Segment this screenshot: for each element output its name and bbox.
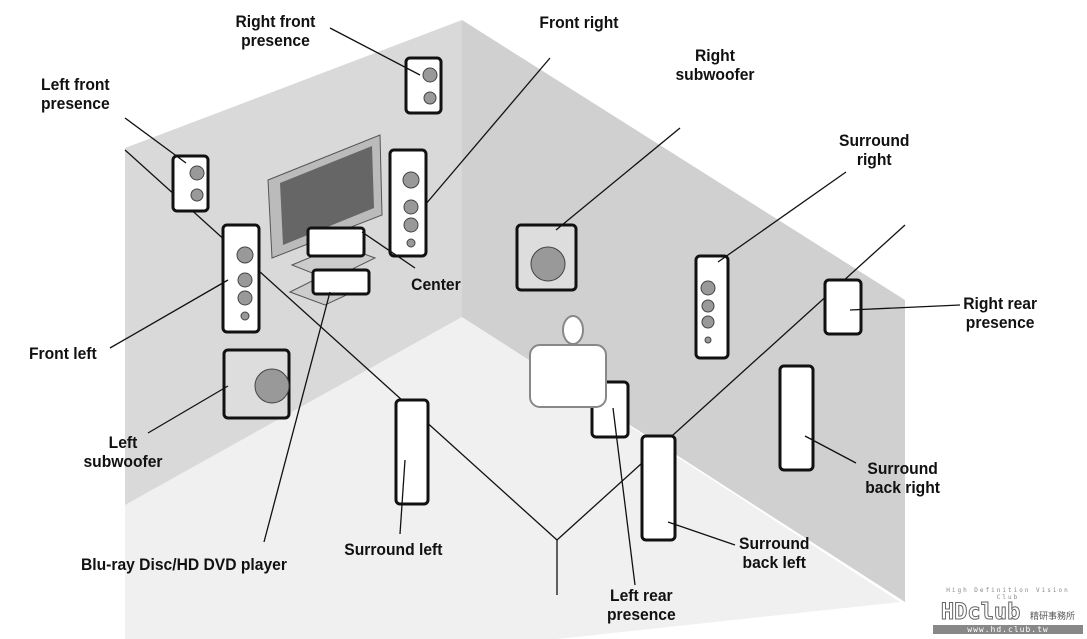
label-surround-left: Surround left (344, 540, 443, 559)
right-front-presence-speaker (404, 56, 443, 115)
surround-left-speaker (394, 398, 430, 506)
left-front-presence-speaker (171, 154, 210, 213)
label-center: Center (411, 275, 461, 294)
speaker-drivers (189, 67, 716, 404)
leader-lines (109, 27, 961, 586)
surround-back-right-speaker (778, 364, 815, 472)
player (311, 268, 371, 296)
listener-chair (529, 315, 607, 408)
room-line (556, 224, 906, 541)
right-rear-presence-speaker (823, 278, 863, 336)
surround-back-left-speaker (640, 434, 677, 542)
floor (125, 317, 900, 639)
label-front-left: Front left (28, 344, 97, 363)
label-front-right: Front right (539, 13, 619, 32)
hdclub-watermark-logo: High Definition Vision Club HDclub 精研事務所… (933, 587, 1083, 635)
center-speaker (306, 226, 366, 258)
label-player: Blu-ray Disc/HD DVD player (80, 555, 287, 574)
room-line (124, 149, 558, 541)
